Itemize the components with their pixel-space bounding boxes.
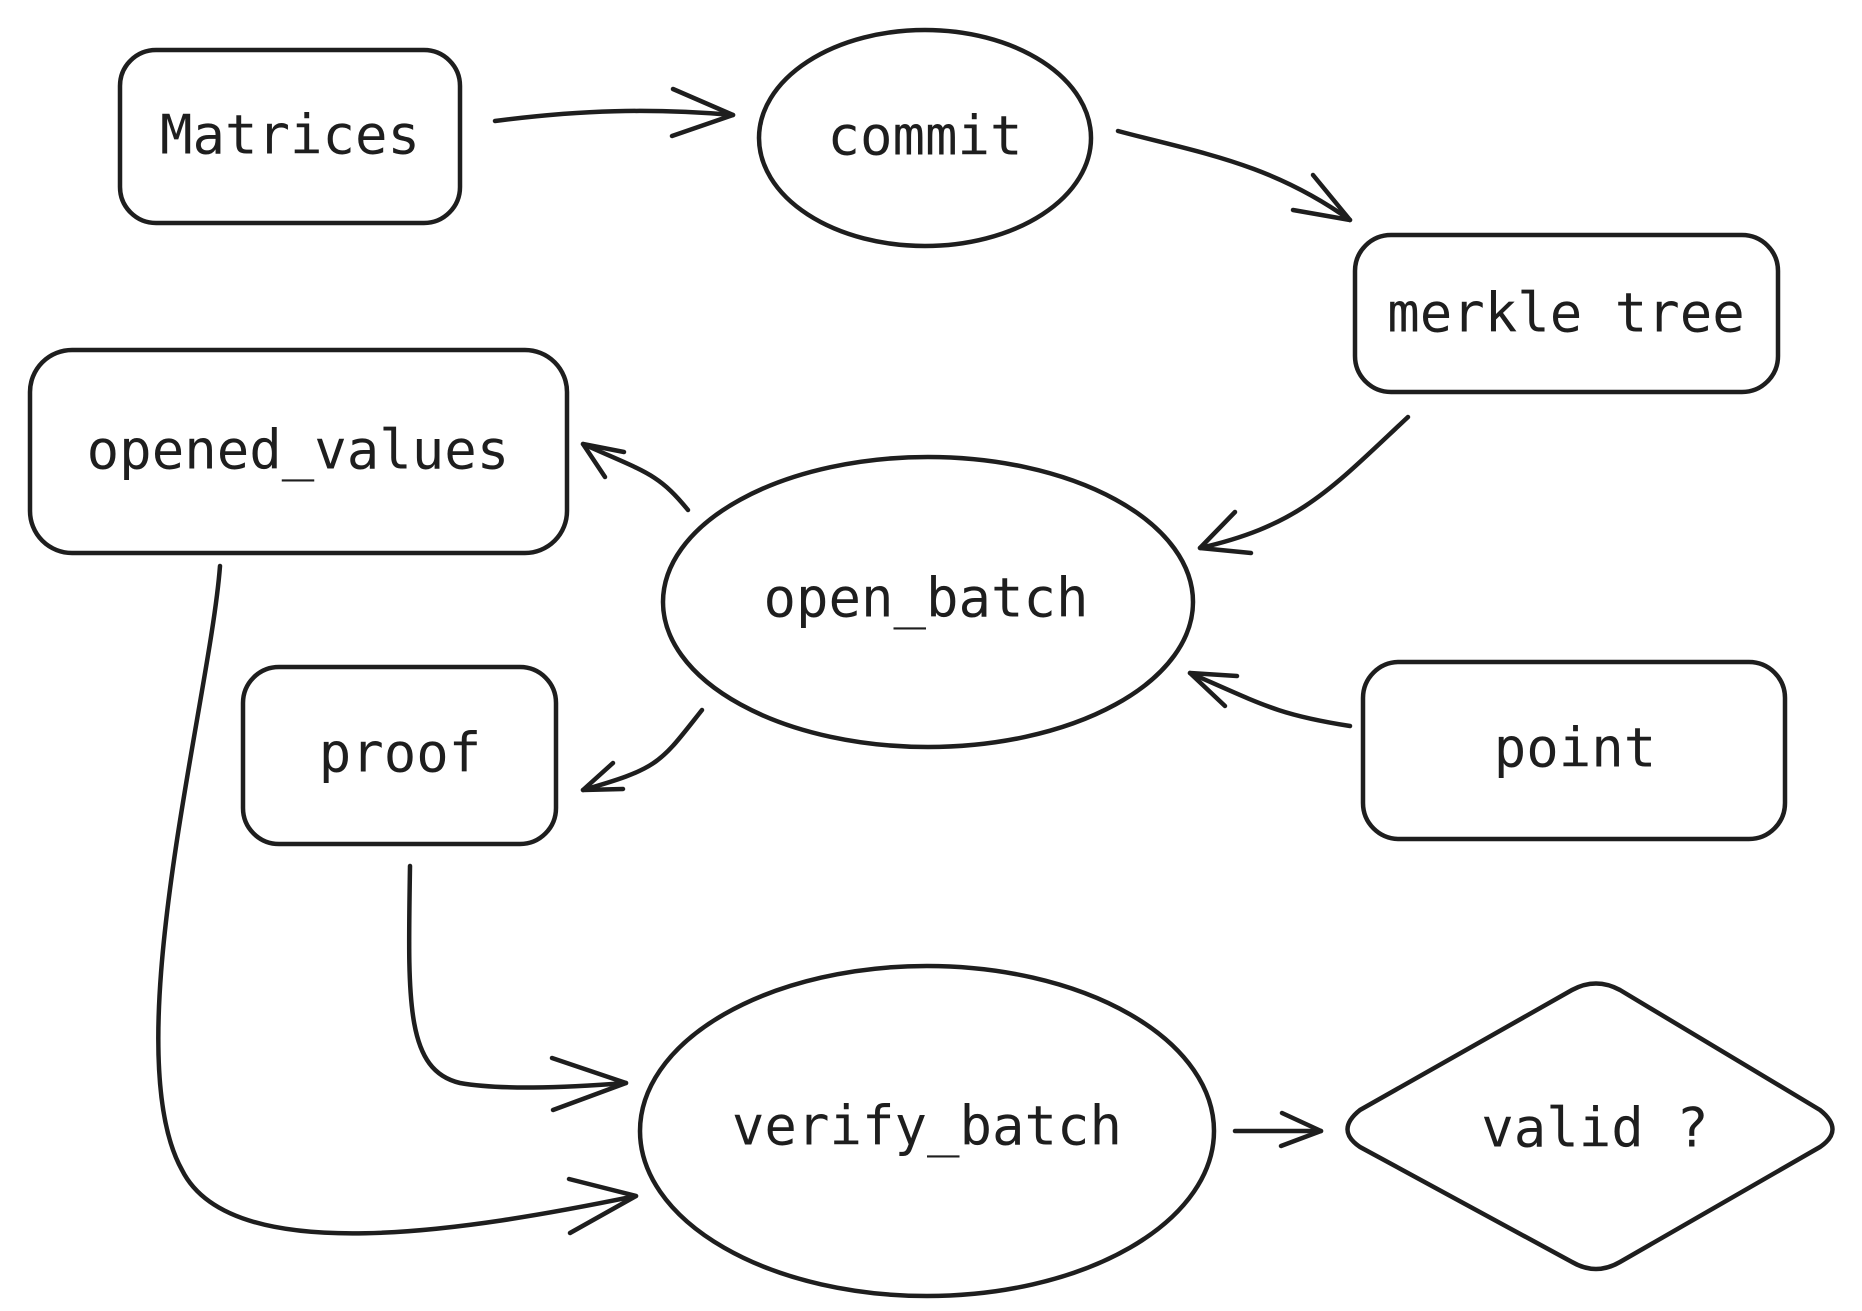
edge-merkle-to-open-batch — [1197, 414, 1411, 556]
edge-open-batch-to-opened-values — [580, 441, 691, 513]
node-merkle-tree-label: merkle tree — [1387, 282, 1745, 345]
node-merkle-tree[interactable]: merkle tree — [1352, 232, 1781, 395]
node-opened-values[interactable]: opened_values — [27, 347, 570, 556]
node-valid-label: valid ? — [1481, 1097, 1709, 1160]
node-commit-label: commit — [827, 105, 1022, 168]
edge-commit-to-merkle — [1115, 128, 1353, 223]
node-commit[interactable]: commit — [756, 27, 1094, 249]
edge-matrices-to-commit — [492, 86, 736, 139]
edge-point-to-open-batch — [1187, 670, 1353, 729]
node-point[interactable]: point — [1360, 659, 1788, 842]
node-proof[interactable]: proof — [240, 664, 559, 847]
edge-verify-batch-to-valid — [1232, 1110, 1324, 1149]
edge-opened-values-to-verify-batch — [156, 563, 639, 1236]
node-matrices-label: Matrices — [160, 104, 420, 167]
node-point-label: point — [1494, 717, 1657, 780]
node-proof-label: proof — [319, 722, 482, 785]
node-open-batch-label: open_batch — [763, 567, 1088, 630]
node-matrices[interactable]: Matrices — [117, 47, 463, 226]
node-verify-batch-label: verify_batch — [732, 1095, 1122, 1158]
node-open-batch[interactable]: open_batch — [660, 454, 1196, 750]
node-opened-values-label: opened_values — [87, 419, 510, 482]
edge-open-batch-to-proof — [580, 707, 705, 793]
edge-proof-to-verify-batch — [406, 863, 629, 1113]
node-verify-batch[interactable]: verify_batch — [637, 963, 1217, 1299]
node-valid[interactable]: valid ? — [1345, 981, 1835, 1272]
